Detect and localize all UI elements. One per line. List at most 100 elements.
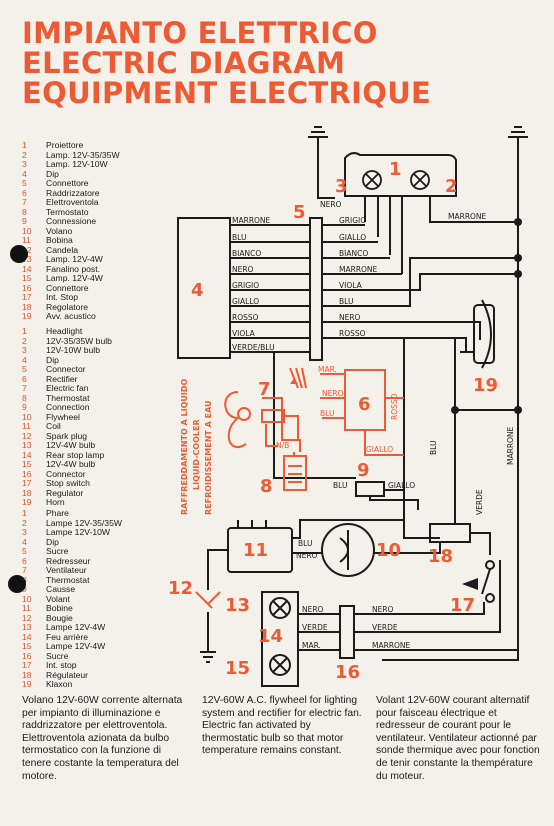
legend-number: 7 xyxy=(22,383,27,393)
legend-number: 10 xyxy=(22,593,32,604)
label-8: 8 xyxy=(260,476,273,497)
footer-english: 12V-60W A.C. flywheel for lighting syste… xyxy=(202,695,362,757)
legend-text: Lampe 12V-10W xyxy=(46,527,111,537)
legend-number: 4 xyxy=(22,168,27,179)
label-16: 16 xyxy=(335,662,360,683)
legend-number: 11 xyxy=(22,603,31,613)
legend-number: 14 xyxy=(22,631,32,642)
wire-label-verde-vert: VERDE xyxy=(475,489,484,515)
wire-label-right-6: NERO xyxy=(339,313,361,322)
legend-number: 6 xyxy=(22,373,27,384)
legend-text: Connettore xyxy=(46,178,89,188)
label-11: 11 xyxy=(243,540,268,561)
wire-label-marrone-vert: MARRONE xyxy=(506,426,515,465)
legend-text: Connettore xyxy=(46,282,89,293)
legend-number: 15 xyxy=(22,641,32,651)
legend-number: 1 xyxy=(22,326,27,336)
bottom-wire-right-1: VERDE xyxy=(372,623,398,632)
legend-text: Rectifier xyxy=(46,373,78,384)
legend-text: Volano xyxy=(46,225,73,236)
label-19: 19 xyxy=(473,375,498,396)
label-18: 18 xyxy=(428,546,453,567)
wire-label-blu-9: BLU xyxy=(333,481,347,490)
legend-text: 12V-4W bulb xyxy=(46,459,96,469)
legend-text: Electric fan xyxy=(46,383,89,393)
legend-text: Causse xyxy=(46,584,76,594)
binder-hole-bottom xyxy=(8,575,26,593)
legend-item: 18 Regulator xyxy=(22,487,112,499)
legend-number: 17 xyxy=(22,660,32,670)
label-13: 13 xyxy=(225,595,250,616)
cool-label-mar: MAR. xyxy=(318,365,337,374)
legend-text: Stop switch xyxy=(46,478,90,488)
legend-number: 7 xyxy=(22,197,27,207)
legend-text: Regulator xyxy=(46,487,84,498)
legend-text: Regolatore xyxy=(46,301,89,312)
cool-label-nero: NERO xyxy=(322,389,344,398)
footer-italian: Volano 12V-60W corrente alternata per im… xyxy=(22,695,183,782)
legend-number: 2 xyxy=(22,335,27,346)
label-4: 4 xyxy=(191,280,204,301)
legend-text: Fanalino post. xyxy=(46,263,100,274)
wire-label-right-3: MARRONE xyxy=(339,265,378,274)
wire-label-left-3: NERO xyxy=(232,265,254,274)
legend-text: Dip xyxy=(46,354,59,365)
wire-label-marrone-top: MARRONE xyxy=(448,212,487,221)
legend-number: 9 xyxy=(22,216,27,226)
legend-text: 12V-10W bulb xyxy=(46,345,100,355)
wire-label-left-4: GRIGIO xyxy=(232,281,259,290)
legend-text: Connector xyxy=(46,468,86,479)
cooling-text-fr: REFROIDISSEMENT A EAU xyxy=(204,400,213,515)
wire-label-blu-11: BLU xyxy=(298,539,312,548)
cool-label-nb: N/B xyxy=(276,441,289,450)
legend-number: 5 xyxy=(22,364,27,374)
binder-hole-top xyxy=(10,245,28,263)
legend-text: Lampe 12V-4W xyxy=(46,622,106,632)
legend-number: 5 xyxy=(22,546,27,556)
legend-item: 6 Rectifier xyxy=(22,373,112,385)
legend-number: 3 xyxy=(22,159,27,169)
footer-french: Volant 12V-60W courant alternatif pour f… xyxy=(376,695,540,782)
cool-label-blu: BLU xyxy=(320,409,334,418)
wire-label-left-2: BIANCO xyxy=(232,249,261,258)
legend-item: 7 Electric fan xyxy=(22,383,112,394)
label-9: 9 xyxy=(357,460,370,481)
wire-label-left-5: GIALLO xyxy=(232,297,259,306)
label-5: 5 xyxy=(293,202,306,223)
wire-label-left-0: MARRONE xyxy=(232,216,271,225)
legend-text: Dip xyxy=(46,536,59,547)
label-2: 2 xyxy=(445,176,458,197)
wire-label-blu-vert: BLU xyxy=(429,441,438,455)
legend-text: Volant xyxy=(46,593,70,604)
legend-text: Redresseur xyxy=(46,555,91,566)
legend-number: 18 xyxy=(22,487,32,498)
legend-number: 16 xyxy=(22,282,32,293)
title-english: ELECTRIC DIAGRAM xyxy=(22,46,346,80)
legend-number: 10 xyxy=(22,225,32,236)
legend-number: 12 xyxy=(22,612,32,623)
